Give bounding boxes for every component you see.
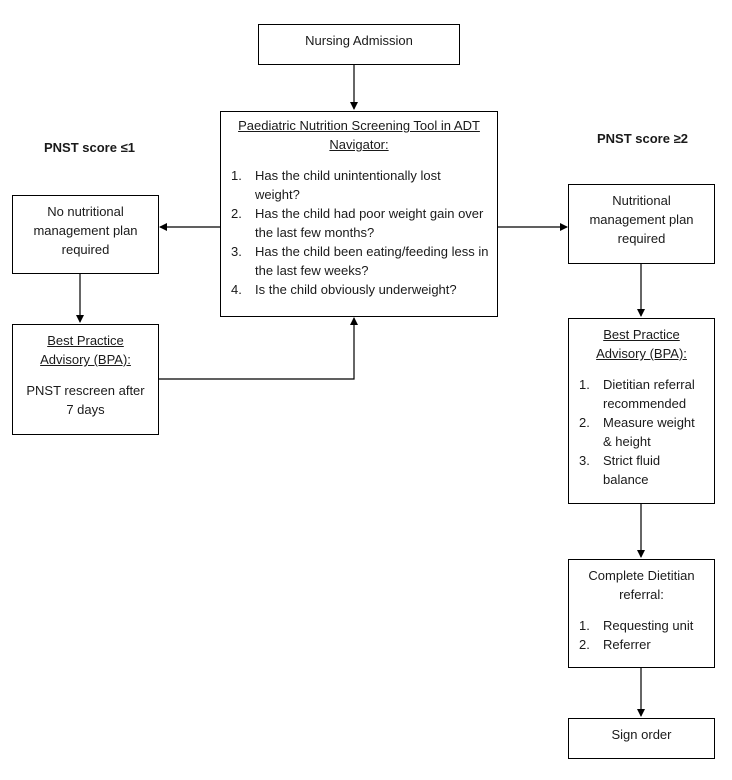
label-high-score: PNST score ≥2 xyxy=(597,131,688,146)
bpa-right-heading: Best Practice Advisory (BPA): xyxy=(596,327,687,361)
bpa-right-steps: 1. Dietitian referral recommended 2. Mea… xyxy=(577,375,706,489)
screening-question-3: 3. Has the child been eating/feeding les… xyxy=(231,244,489,278)
nursing-admission-text: Nursing Admission xyxy=(305,33,413,48)
screening-question-2: 2. Has the child had poor weight gain ov… xyxy=(231,206,484,240)
bpa-right-box: Best Practice Advisory (BPA): 1. Dietiti… xyxy=(568,318,715,504)
bpa-right-step-3: 3. Strict fluid balance xyxy=(579,453,661,487)
bpa-left-box: Best Practice Advisory (BPA): PNST rescr… xyxy=(12,324,159,435)
screening-question-1: 1. Has the child unintentionally lost we… xyxy=(231,168,441,202)
dietitian-referral-step-1: 1. Requesting unit xyxy=(579,618,694,633)
dietitian-referral-box: Complete Dietitian referral: 1. Requesti… xyxy=(568,559,715,668)
dietitian-referral-heading: Complete Dietitian referral: xyxy=(588,568,695,602)
dietitian-referral-step-2: 2. Referrer xyxy=(579,637,651,652)
screening-question-4: 4. Is the child obviously underweight? xyxy=(231,282,457,297)
screening-questions: 1. Has the child unintentionally lost we… xyxy=(229,166,489,299)
nursing-admission-box: Nursing Admission xyxy=(258,24,460,65)
arrow-bpa-left-to-screening xyxy=(159,317,358,380)
no-plan-box: No nutritional management plan required xyxy=(12,195,159,274)
bpa-right-step-2: 2. Measure weight & height xyxy=(579,415,695,449)
bpa-left-text: PNST rescreen after 7 days xyxy=(26,383,145,417)
sign-order-text: Sign order xyxy=(611,727,672,742)
plan-required-box: Nutritional management plan required xyxy=(568,184,715,264)
bpa-left-heading: Best Practice Advisory (BPA): xyxy=(40,333,131,367)
dietitian-referral-steps: 1. Requesting unit 2. Referrer xyxy=(577,616,706,654)
sign-order-box: Sign order xyxy=(568,718,715,759)
label-low-score: PNST score ≤1 xyxy=(44,140,135,155)
screening-tool-heading: Paediatric Nutrition Screening Tool in A… xyxy=(238,118,480,152)
plan-required-text: Nutritional management plan required xyxy=(589,193,694,246)
bpa-right-step-1: 1. Dietitian referral recommended xyxy=(579,377,695,411)
no-plan-text: No nutritional management plan required xyxy=(33,204,138,257)
screening-tool-box: Paediatric Nutrition Screening Tool in A… xyxy=(220,111,498,317)
